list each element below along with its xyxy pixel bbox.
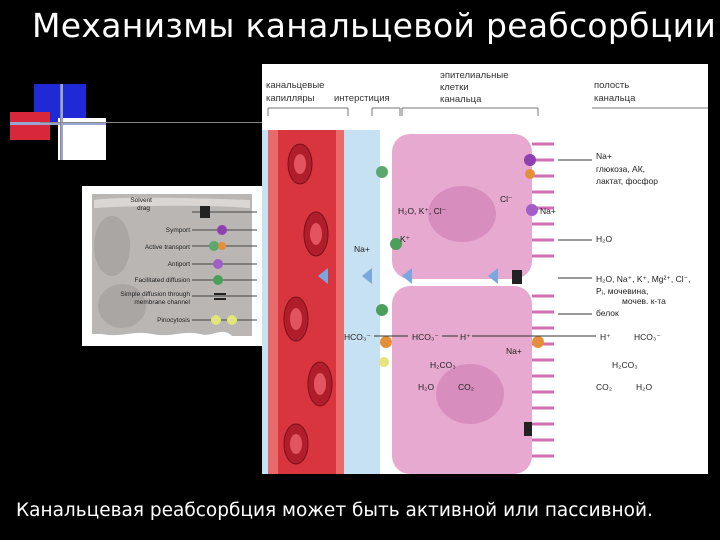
connector-line-vertical xyxy=(60,84,61,160)
label-ions-3: мочев. к-та xyxy=(622,296,666,306)
label-h2o-mid: H₂O xyxy=(418,382,434,392)
label-na-plus-2: Na+ xyxy=(540,206,556,216)
label-h2co3-mid: H₂CO₃ xyxy=(430,360,456,370)
label-h2o-right-2: H₂O xyxy=(636,382,652,392)
header-interstitium: интерстиция xyxy=(334,93,390,104)
label-h2o-k-cl: H₂O, K⁺, Cl⁻ xyxy=(398,206,447,216)
label-h-plus-right: H⁺ xyxy=(600,332,611,342)
header-capillaries-2: капилляры xyxy=(266,93,315,104)
label-na-plus-4: Na+ xyxy=(506,346,522,356)
label-h2co3-right: H₂CO₃ xyxy=(612,360,638,370)
label-na-plus-3: Na+ xyxy=(354,244,370,254)
slide-caption: Канальцевая реабсорбция может быть актив… xyxy=(16,500,653,521)
label-hco3-right: HCO₃⁻ xyxy=(634,332,661,342)
header-lumen-1: полость xyxy=(594,80,629,91)
label-antiport: Antiport xyxy=(168,261,191,268)
label-co2-right: CO₂ xyxy=(596,382,612,392)
label-simple-diffusion-2: membrane channel xyxy=(134,299,190,306)
header-lumen-2: канальца xyxy=(594,93,636,104)
label-facilitated-diffusion: Facilitated diffusion xyxy=(134,277,190,284)
label-symport: Symport xyxy=(166,227,190,234)
label-h-plus-mid: H⁺ xyxy=(460,332,471,342)
label-pinocytosis: Pinocytosis xyxy=(157,317,191,324)
transporter-icons xyxy=(192,211,257,321)
label-h2o-right: H₂O xyxy=(596,234,612,244)
label-k-plus: K⁺ xyxy=(400,234,411,244)
label-ions-2: Pᵢ, мочевина, xyxy=(596,286,648,296)
label-simple-diffusion-1: Simple diffusion through xyxy=(120,291,190,298)
transport-mechanisms-inset: Solvent drag Symport Active transport An… xyxy=(82,186,262,346)
label-hco3-mid: HCO₃⁻ xyxy=(412,332,439,342)
header-epithelial-1: эпителиальные xyxy=(440,70,509,81)
reabsorption-diagram: канальцевые капилляры интерстиция эпител… xyxy=(262,64,708,474)
label-protein: белок xyxy=(596,308,619,318)
label-solvent-drag-2: drag xyxy=(137,205,150,212)
label-glucose-2: лактат, фосфор xyxy=(596,176,658,186)
label-glucose-1: глюкоза, АК, xyxy=(596,164,645,174)
label-cl-minus: Cl⁻ xyxy=(500,194,513,204)
header-epithelial-2: клетки xyxy=(440,82,469,93)
label-solvent-drag-1: Solvent xyxy=(130,197,152,204)
label-co2-mid: CO₂ xyxy=(458,382,474,392)
header-capillaries-1: канальцевые xyxy=(266,80,324,91)
label-hco3-left: HCO₃⁻ xyxy=(344,332,371,342)
slide-title: Механизмы канальцевой реабсорбции xyxy=(32,6,717,45)
label-na-plus: Na+ xyxy=(596,151,612,161)
header-epithelial-3: канальца xyxy=(440,94,482,105)
connector-line xyxy=(40,122,262,123)
label-ions-1: H₂O, Na⁺, K⁺, Mg²⁺, Cl⁻, xyxy=(596,274,690,284)
label-active-transport: Active transport xyxy=(145,244,190,251)
